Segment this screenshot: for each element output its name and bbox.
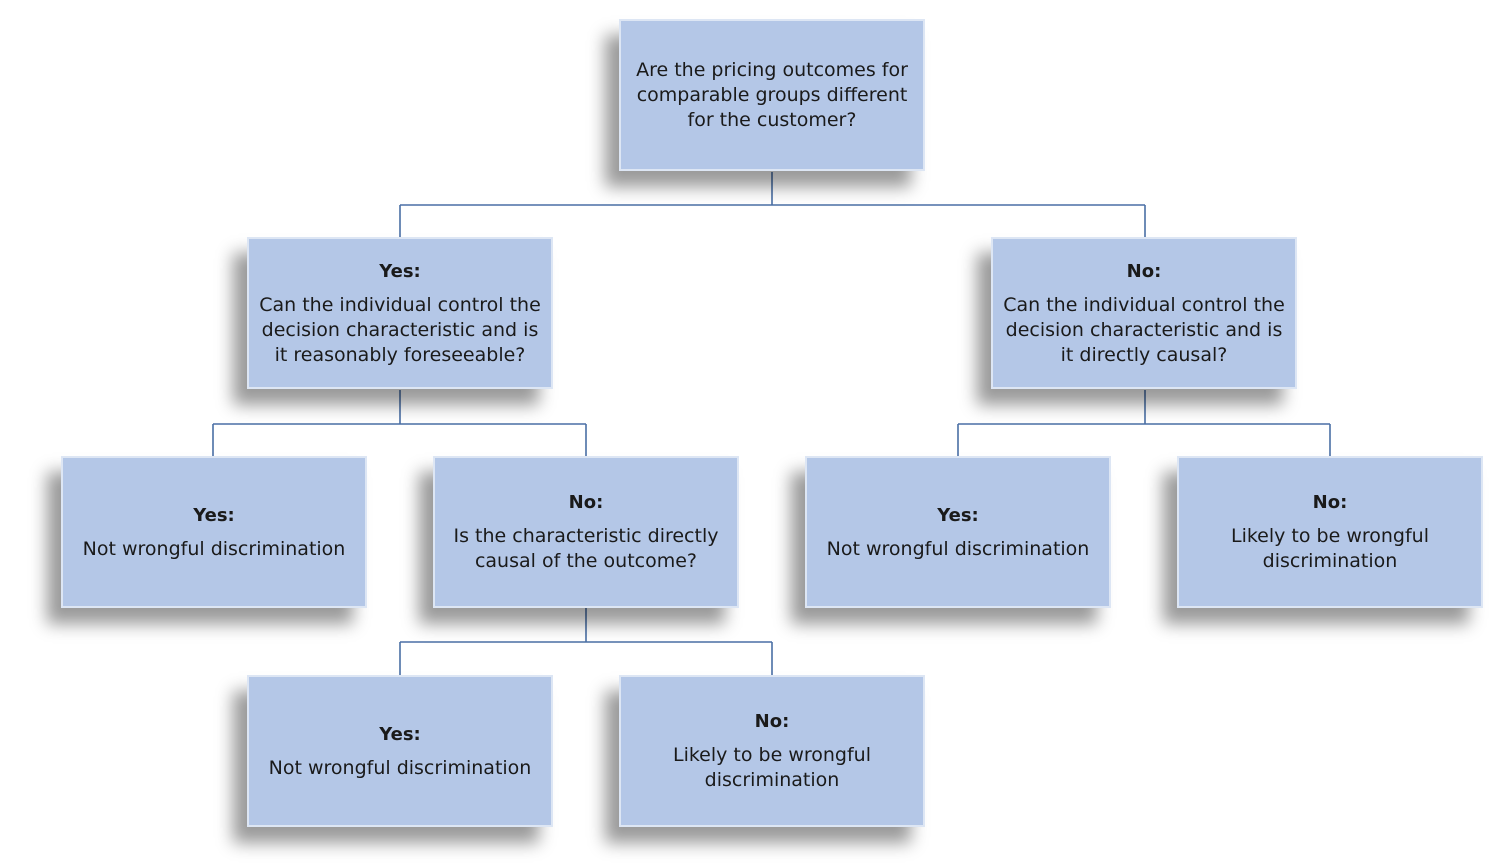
node-no-yes-not-wrongful-text: Not wrongful discrimination	[826, 537, 1090, 560]
node-causal-no-likely-wrongful: No: Likely to be wrongful discrimination	[619, 675, 925, 827]
node-yes-control-foreseeable: Yes: Can the individual control the deci…	[247, 237, 553, 389]
node-no-yes-not-wrongful-label: Yes:	[937, 504, 979, 526]
node-no-directly-causal-text: Is the characteristic directly causal of…	[453, 525, 719, 572]
node-root-question-text: Are the pricing outcomes for comparable …	[636, 58, 908, 131]
node-causal-yes-not-wrongful-label: Yes:	[379, 723, 421, 745]
connector-root-to-level1	[399, 172, 1146, 238]
connector-yes-to-level2	[212, 390, 587, 456]
node-no-control-causal: No: Can the individual control the decis…	[991, 237, 1297, 389]
node-no-directly-causal: No: Is the characteristic directly causa…	[433, 456, 739, 608]
node-no-yes-not-wrongful: Yes: Not wrongful discrimination	[805, 456, 1111, 608]
node-yes-control-foreseeable-text: Can the individual control the decision …	[259, 293, 541, 366]
node-yes-not-wrongful: Yes: Not wrongful discrimination	[61, 456, 367, 608]
node-yes-not-wrongful-text: Not wrongful discrimination	[82, 537, 346, 560]
node-causal-no-likely-wrongful-label: No:	[754, 711, 790, 732]
node-no-no-likely-wrongful: No: Likely to be wrongful discrimination	[1177, 456, 1483, 608]
node-no-no-likely-wrongful-text: Likely to be wrongful discrimination	[1230, 525, 1429, 572]
node-causal-yes-not-wrongful: Yes: Not wrongful discrimination	[247, 675, 553, 827]
node-no-control-causal-text: Can the individual control the decision …	[1003, 293, 1285, 366]
node-no-control-causal-label: No:	[1126, 260, 1162, 282]
node-causal-yes-not-wrongful-text: Not wrongful discrimination	[268, 756, 532, 779]
node-root-question: Are the pricing outcomes for comparable …	[619, 19, 925, 171]
node-yes-control-foreseeable-label: Yes:	[379, 260, 421, 282]
connector-no-to-level2	[957, 390, 1331, 456]
node-no-no-likely-wrongful-label: No:	[1312, 492, 1348, 513]
node-causal-no-likely-wrongful-text: Likely to be wrongful discrimination	[672, 744, 871, 791]
node-no-directly-causal-label: No:	[568, 492, 604, 513]
connector-causal-to-level3	[399, 608, 773, 675]
node-yes-not-wrongful-label: Yes:	[193, 504, 235, 526]
